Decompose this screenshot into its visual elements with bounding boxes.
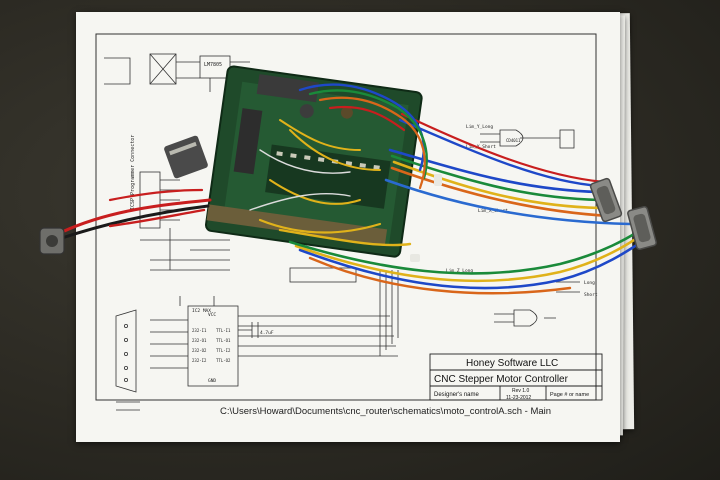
ttl-pin-1: TTL-I1 [216,328,231,333]
serial-ic [150,296,398,387]
lim-z-long-label: Lim_Z_Long [446,268,473,274]
gate-top-right [480,129,575,149]
rs232-pin-1: 232-I1 [192,328,207,333]
title-block-title: CNC Stepper Motor Controller [434,374,569,385]
db9-connector-2 [627,206,657,250]
short-label: Short [584,292,598,298]
lim-y-long-label: Lim_Y_Long [466,124,493,130]
title-block [429,353,603,401]
lim-y-short-label: Lim_Y_Short [466,144,496,150]
rs232-pin-3: 232-O2 [192,348,207,353]
regulator-label: LM7805 [204,62,222,68]
power-section [104,53,250,92]
icsp-connector [139,171,230,271]
title-block-rev: Rev 1.0 [512,388,529,394]
cable-ties [410,174,442,262]
long-label: Long [584,280,595,286]
gate-bottom-right [494,281,580,327]
serial-ic-label: IC2 MAX [192,308,211,314]
schematic-border [95,33,597,401]
wire-bundle [60,83,652,295]
ribbon-header [164,135,208,179]
title-block-designer: Designer's name [434,392,479,398]
dc-jack [39,227,65,255]
rs232-pin-4: 232-I2 [192,358,207,363]
ttl-pin-4: TTL-O2 [216,358,231,363]
db9-connector-1 [589,177,623,223]
ttl-pin-3: TTL-I2 [216,348,231,353]
buffer-ic-label: CD4011 [506,138,521,143]
lim-x-short-label: Lim_X_Short [478,208,508,214]
circuit-board [205,65,423,258]
title-block-page: Page # or name [550,392,589,398]
title-block-company: Honey Software LLC [466,358,558,369]
vcc-label: VCC [208,312,216,318]
file-path-caption: C:\Users\Howard\Documents\cnc_router\sch… [220,406,552,417]
db9-footprint [115,309,140,411]
rs232-pin-2: 232-O1 [192,338,207,343]
ttl-pin-2: TTL-O1 [216,338,231,343]
title-block-date: 11-23-2012 [506,395,531,401]
cap-label: 4.7uF [260,330,274,336]
icsp-label: ICSP Programmer Connector [130,135,136,210]
gnd-label: GND [208,378,216,384]
